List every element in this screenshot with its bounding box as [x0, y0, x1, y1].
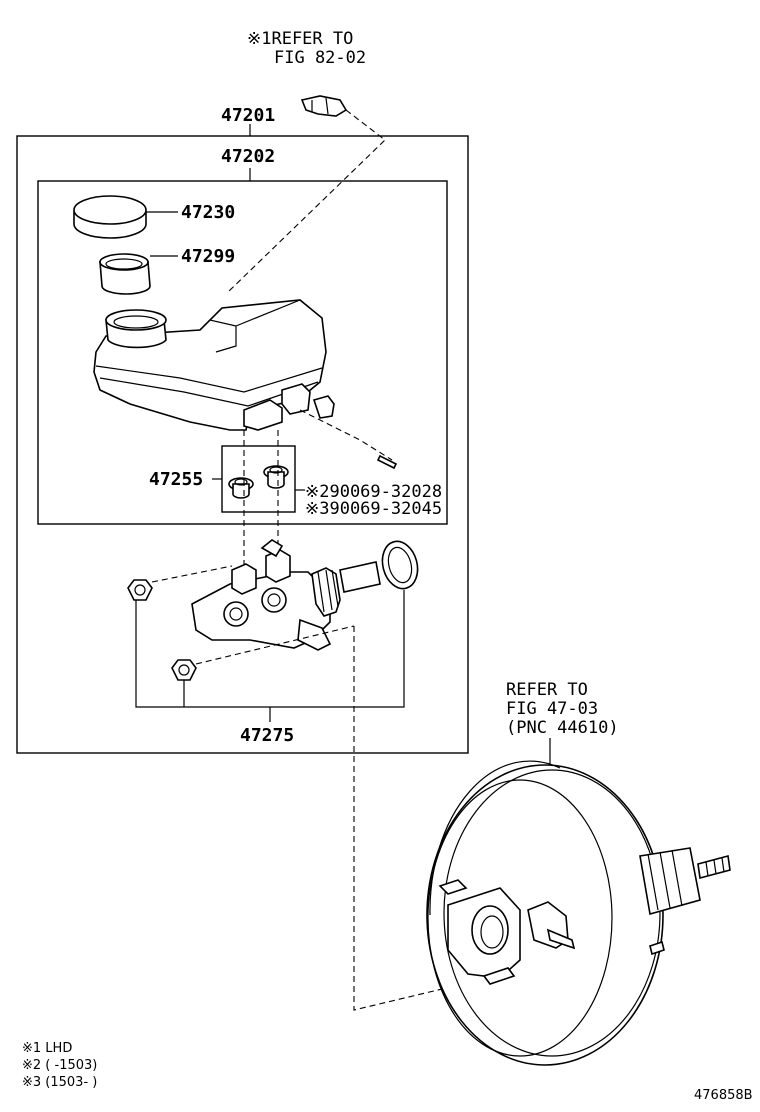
refer-booster-line2: FIG 47-03 — [506, 699, 598, 719]
leader-bolt — [299, 409, 393, 461]
reservoir-tank-part[interactable] — [93, 299, 335, 431]
label-47299: 47299 — [181, 246, 235, 267]
refer-booster-line3: (PNC 44610) — [506, 718, 619, 738]
nut-guide-upper — [151, 565, 233, 583]
bolt-part[interactable] — [376, 454, 398, 470]
reservoir-box-47202 — [37, 180, 448, 525]
refer-top-line1: ※1REFER TO — [247, 29, 353, 49]
o-ring-part[interactable] — [377, 537, 422, 592]
note-3: ※3 (1503- ) — [22, 1075, 97, 1090]
master-cylinder-part[interactable] — [191, 539, 381, 651]
label-47275: 47275 — [240, 725, 294, 746]
leader-connector — [227, 109, 386, 293]
guide-to-booster — [353, 626, 481, 1011]
refer-top-line2: FIG 82-02 — [274, 48, 366, 68]
nut-guide-lower — [195, 625, 355, 665]
reservoir-strainer-part[interactable] — [99, 253, 151, 295]
connector-part[interactable] — [300, 95, 348, 117]
label-47230: 47230 — [181, 202, 235, 223]
note-2: ※2 ( -1503) — [22, 1058, 97, 1073]
reservoir-cap-part[interactable] — [73, 195, 147, 239]
nut-part-lower[interactable] — [171, 659, 197, 681]
brake-booster-part[interactable] — [426, 760, 731, 1066]
label-47201: 47201 — [221, 105, 275, 126]
label-bolt-32028: ※290069-32028 — [305, 482, 442, 502]
label-bolt-32045: ※390069-32045 — [305, 499, 442, 519]
assembly-box-47201 — [16, 135, 469, 754]
refer-booster-line1: REFER TO — [506, 680, 588, 700]
grommet-part-a[interactable] — [228, 477, 254, 499]
nut-part-upper[interactable] — [127, 579, 153, 601]
grommet-part-b[interactable] — [263, 465, 289, 489]
label-47202: 47202 — [221, 146, 275, 167]
note-1: ※1 LHD — [22, 1041, 72, 1056]
diagram-id: 476858B — [694, 1088, 753, 1103]
label-47255: 47255 — [149, 469, 203, 490]
